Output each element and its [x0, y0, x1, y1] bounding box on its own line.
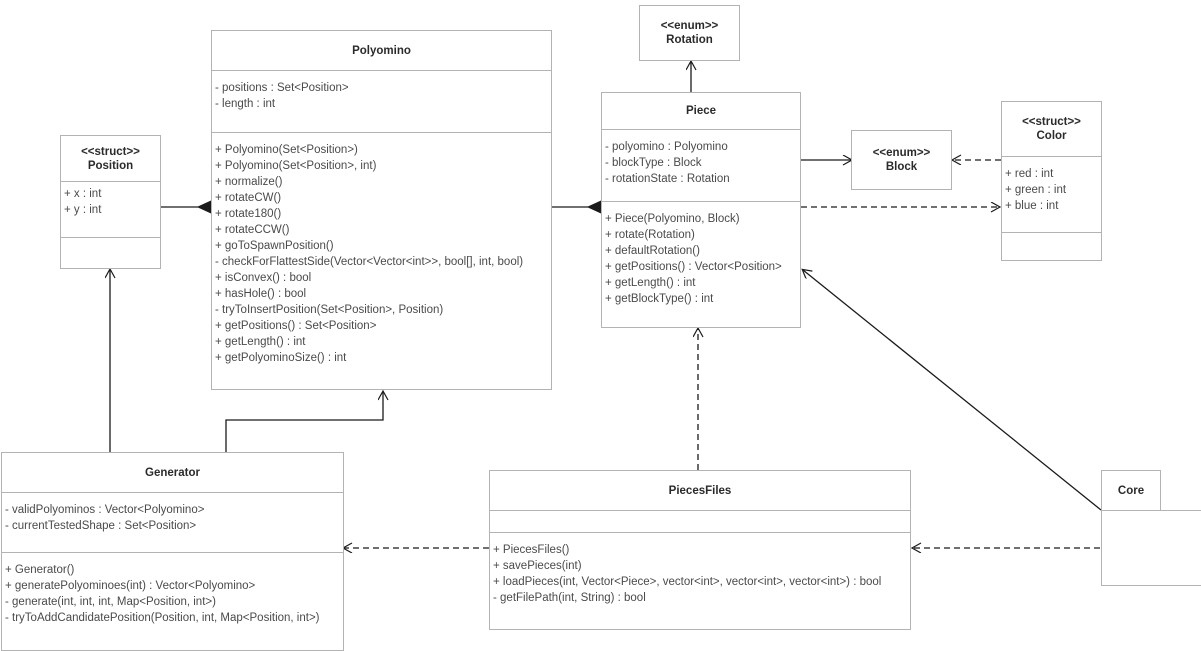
method-row: + getLength() : int	[605, 277, 696, 289]
attribute-row: - blockType : Block	[605, 157, 702, 169]
method-row: + loadPieces(int, Vector<Piece>, vector<…	[493, 576, 882, 588]
class-header-block: <<enum>> Block	[852, 131, 951, 189]
class-name-rotation: Rotation	[666, 34, 713, 46]
method-row: + Generator()	[5, 564, 75, 576]
method-row: + getBlockType() : int	[605, 293, 714, 305]
class-methods-piecesfiles: + PiecesFiles() + savePieces(int) + load…	[490, 533, 910, 629]
class-box-position[interactable]: <<struct>> Position + x : int + y : int	[60, 135, 161, 269]
attribute-row: + blue : int	[1005, 200, 1059, 212]
class-header-piece: Piece	[602, 93, 800, 130]
class-header-rotation: <<enum>> Rotation	[640, 6, 739, 60]
class-attributes-piecesfiles	[490, 511, 910, 533]
method-row: + rotate180()	[215, 208, 282, 220]
method-row: - getFilePath(int, String) : bool	[493, 592, 646, 604]
method-row: + defaultRotation()	[605, 245, 700, 257]
class-box-core-body[interactable]	[1101, 510, 1201, 586]
class-body-core	[1102, 511, 1201, 585]
method-row: + PiecesFiles()	[493, 544, 570, 556]
method-row: + savePieces(int)	[493, 560, 582, 572]
class-header-polyomino: Polyomino	[212, 31, 551, 71]
class-attributes-generator: - validPolyominos : Vector<Polyomino> - …	[2, 493, 343, 553]
class-header-color: <<struct>> Color	[1002, 102, 1101, 157]
class-box-core-header[interactable]: Core	[1101, 470, 1161, 511]
class-attributes-color: + red : int + green : int + blue : int	[1002, 157, 1101, 233]
method-row: - generate(int, int, int, Map<Position, …	[5, 596, 216, 608]
class-name-block: Block	[885, 161, 918, 173]
class-box-piecesfiles[interactable]: PiecesFiles + PiecesFiles() + savePieces…	[489, 470, 911, 630]
class-header-position: <<struct>> Position	[61, 136, 160, 182]
class-box-block[interactable]: <<enum>> Block	[851, 130, 952, 190]
class-name-generator: Generator	[145, 466, 200, 479]
class-attributes-position: + x : int + y : int	[61, 182, 160, 238]
method-row: + hasHole() : bool	[215, 288, 307, 300]
class-methods-generator: + Generator() + generatePolyominoes(int)…	[2, 553, 343, 650]
class-box-piece[interactable]: Piece - polyomino : Polyomino - blockTyp…	[601, 92, 801, 328]
class-methods-position	[61, 238, 160, 268]
class-name-color: Color	[1036, 130, 1067, 142]
attribute-row: + y : int	[64, 204, 102, 216]
class-methods-color	[1002, 233, 1101, 260]
edge-generator-polyomino	[225, 392, 383, 452]
attribute-row: - currentTestedShape : Set<Position>	[5, 520, 197, 532]
method-row: + rotate(Rotation)	[605, 229, 695, 241]
class-methods-polyomino: + Polyomino(Set<Position>) + Polyomino(S…	[212, 133, 551, 389]
class-name-piece: Piece	[685, 105, 717, 117]
class-stereotype-block: <<enum>>	[872, 147, 931, 159]
attribute-row: + red : int	[1005, 168, 1054, 180]
attribute-row: - rotationState : Rotation	[605, 173, 730, 185]
attribute-row: - polyomino : Polyomino	[605, 141, 728, 153]
class-methods-piece: + Piece(Polyomino, Block) + rotate(Rotat…	[602, 202, 800, 327]
class-attributes-piece: - polyomino : Polyomino - blockType : Bl…	[602, 130, 800, 202]
attribute-row: - validPolyominos : Vector<Polyomino>	[5, 504, 205, 516]
class-attributes-polyomino: - positions : Set<Position> - length : i…	[212, 71, 551, 133]
class-header-generator: Generator	[2, 453, 343, 493]
class-header-piecesfiles: PiecesFiles	[490, 471, 910, 511]
attribute-row: - length : int	[215, 98, 276, 110]
class-box-color[interactable]: <<struct>> Color + red : int + green : i…	[1001, 101, 1102, 261]
class-stereotype-color: <<struct>>	[1022, 116, 1081, 128]
method-row: + generatePolyominoes(int) : Vector<Poly…	[5, 580, 256, 592]
method-row: - tryToAddCandidatePosition(Position, in…	[5, 612, 320, 624]
method-row: + isConvex() : bool	[215, 272, 312, 284]
class-name-core: Core	[1117, 485, 1145, 497]
method-row: + getPositions() : Vector<Position>	[605, 261, 782, 273]
attribute-row: + green : int	[1005, 184, 1067, 196]
method-row: + getPositions() : Set<Position>	[215, 320, 377, 332]
attribute-row: + x : int	[64, 188, 102, 200]
attribute-row: - positions : Set<Position>	[215, 82, 349, 94]
method-row: + Piece(Polyomino, Block)	[605, 213, 740, 225]
method-row: + rotateCCW()	[215, 224, 290, 236]
method-row: - tryToInsertPosition(Set<Position>, Pos…	[215, 304, 444, 316]
method-row: + getPolyominoSize() : int	[215, 352, 347, 364]
class-name-piecesfiles: PiecesFiles	[668, 484, 732, 497]
class-box-polyomino[interactable]: Polyomino - positions : Set<Position> - …	[211, 30, 552, 390]
method-row: + normalize()	[215, 176, 283, 188]
class-box-rotation[interactable]: <<enum>> Rotation	[639, 5, 740, 61]
method-row: + goToSpawnPosition()	[215, 240, 334, 252]
class-stereotype-rotation: <<enum>>	[660, 20, 719, 32]
method-row: + getLength() : int	[215, 336, 306, 348]
class-name-polyomino: Polyomino	[352, 44, 411, 57]
method-row: + Polyomino(Set<Position>, int)	[215, 160, 377, 172]
class-header-core: Core	[1102, 471, 1160, 511]
method-row: - checkForFlattestSide(Vector<Vector<int…	[215, 256, 524, 268]
method-row: + Polyomino(Set<Position>)	[215, 144, 358, 156]
class-box-generator[interactable]: Generator - validPolyominos : Vector<Pol…	[1, 452, 344, 651]
method-row: + rotateCW()	[215, 192, 282, 204]
class-stereotype-position: <<struct>>	[81, 145, 140, 158]
class-name-position: Position	[87, 159, 134, 172]
